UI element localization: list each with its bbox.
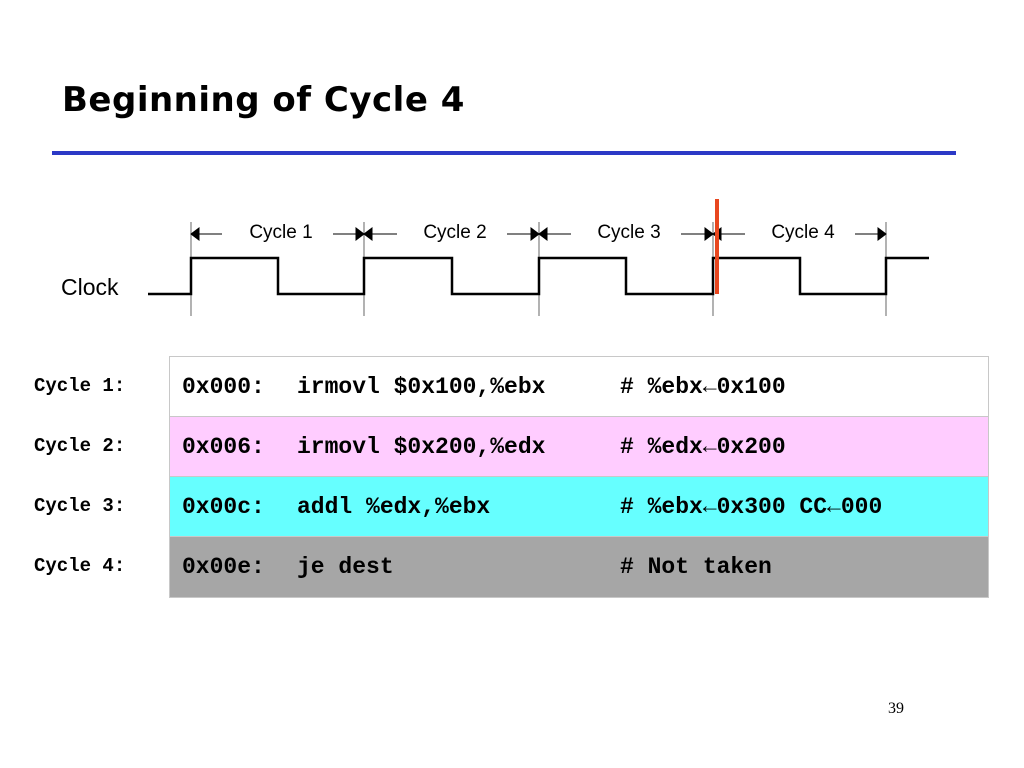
cycle-label: Cycle 3 [597,222,660,243]
clock-signal-label: Clock [61,274,119,300]
instruction-comment: # %ebx←0x300 CC←000 [620,494,883,520]
instruction-comment: # %edx←0x200 [620,434,786,460]
instruction-trace-table: 0x000: irmovl $0x100,%ebx # %ebx←0x100 0… [169,356,989,598]
page-number: 39 [888,700,904,717]
arrow-right-icon [704,227,714,241]
instruction-text: je dest [297,554,394,580]
arrow-left-icon [363,227,373,241]
instruction-row: 0x006: irmovl $0x200,%edx # %edx←0x200 [170,417,988,477]
slide-title: Beginning of Cycle 4 [62,80,465,120]
cycle-row-label: Cycle 3: [34,495,126,517]
clock-waveform [148,256,929,296]
arrow-right-icon [355,227,365,241]
title-underline [52,151,956,155]
cycle-label: Cycle 2 [423,222,486,243]
instruction-row: 0x00e: je dest # Not taken [170,537,988,597]
cycle-label: Cycle 4 [771,222,835,243]
arrow-right-icon [877,227,887,241]
cycle-row-label: Cycle 2: [34,435,126,457]
cycle-label: Cycle 1 [249,222,312,243]
arrow-left-icon [538,227,548,241]
instruction-text: irmovl $0x200,%edx [297,434,546,460]
cycle-row-label: Cycle 4: [34,555,126,577]
cycle-labels: Cycle 1 Cycle 2 Cycle 3 Cycle 4 [249,222,835,243]
arrow-right-icon [530,227,540,241]
instruction-comment: # Not taken [620,554,772,580]
arrow-left-icon [190,227,200,241]
instruction-row: 0x00c: addl %edx,%ebx # %ebx←0x300 CC←00… [170,477,988,537]
instruction-text: addl %edx,%ebx [297,494,491,520]
instruction-address: 0x00c: [182,494,265,520]
clock-timing-diagram: Cycle 1 Cycle 2 Cycle 3 Cycle 4 Clock [61,199,929,316]
instruction-comment: # %ebx←0x100 [620,374,786,400]
instruction-address: 0x006: [182,434,265,460]
instruction-address: 0x00e: [182,554,265,580]
instruction-text: irmovl $0x100,%ebx [297,374,546,400]
cycle-row-label: Cycle 1: [34,375,126,397]
instruction-row: 0x000: irmovl $0x100,%ebx # %ebx←0x100 [170,357,988,417]
trace-cycle-labels: Cycle 1: Cycle 2: Cycle 3: Cycle 4: [34,356,125,596]
instruction-address: 0x000: [182,374,265,400]
